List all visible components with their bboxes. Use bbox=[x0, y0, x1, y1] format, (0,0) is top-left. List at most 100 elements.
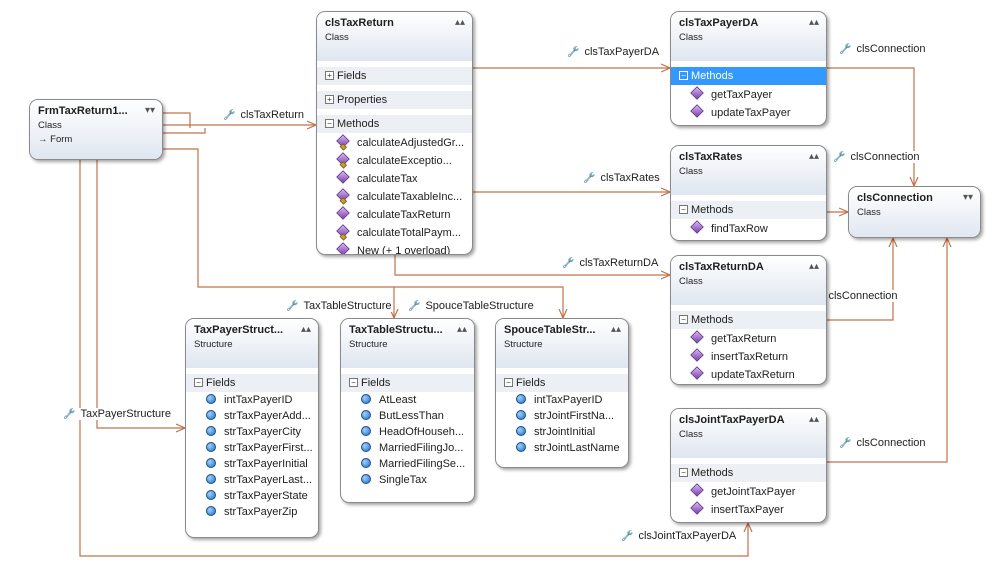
field-icon bbox=[206, 458, 216, 468]
chevron-up-icon[interactable]: ▴▴ bbox=[300, 324, 311, 335]
field-item[interactable]: strTaxPayerState bbox=[186, 488, 318, 504]
field-icon bbox=[206, 490, 216, 500]
method-icon bbox=[690, 501, 704, 515]
class-title: clsTaxReturnDA bbox=[679, 261, 764, 273]
section-fields[interactable]: +Fields bbox=[317, 67, 472, 85]
chevron-up-icon[interactable]: ▴▴ bbox=[454, 17, 465, 28]
expand-icon[interactable]: + bbox=[325, 71, 334, 80]
collapse-icon[interactable]: − bbox=[325, 119, 334, 128]
assoc-label-taxreturnda: 🔧clsTaxReturnDA bbox=[561, 257, 660, 269]
section-fields[interactable]: −Fields bbox=[341, 374, 474, 392]
chevron-up-icon[interactable]: ▴▴ bbox=[610, 324, 621, 335]
section-fields[interactable]: −Fields bbox=[496, 374, 628, 392]
class-stereotype: Class bbox=[679, 166, 703, 177]
class-clstaxreturnda[interactable]: clsTaxReturnDA Class ▴▴ −Methods getTaxR… bbox=[670, 255, 827, 385]
class-clstaxpayerda[interactable]: clsTaxPayerDA Class ▴▴ −Methods getTaxPa… bbox=[670, 11, 827, 126]
wrench-icon: 🔧 bbox=[833, 152, 846, 163]
method-item[interactable]: insertTaxReturn bbox=[671, 347, 826, 365]
class-stereotype: Class bbox=[857, 207, 881, 218]
class-clsconnection[interactable]: clsConnection Class ▾▾ bbox=[848, 186, 981, 238]
section-fields[interactable]: −Fields bbox=[186, 374, 318, 392]
field-icon bbox=[516, 410, 526, 420]
collapse-icon[interactable]: − bbox=[349, 378, 358, 387]
section-properties[interactable]: +Properties bbox=[317, 91, 472, 109]
struct-taxpayerstructure[interactable]: TaxPayerStruct... Structure ▴▴ −Fields i… bbox=[185, 318, 319, 538]
chevron-up-icon[interactable]: ▴▴ bbox=[808, 151, 819, 162]
field-item[interactable]: strTaxPayerZip bbox=[186, 504, 318, 520]
class-clstaxreturn[interactable]: clsTaxReturn Class ▴▴ +Fields +Propertie… bbox=[316, 11, 473, 255]
line-frm-jointda bbox=[79, 160, 748, 557]
field-item[interactable]: strTaxPayerInitial bbox=[186, 456, 318, 472]
struct-taxtablestructure[interactable]: TaxTableStructu... Structure ▴▴ −Fields … bbox=[340, 318, 475, 503]
field-item[interactable]: MarriedFilingJo... bbox=[341, 440, 474, 456]
field-icon bbox=[361, 394, 371, 404]
field-item[interactable]: intTaxPayerID bbox=[186, 392, 318, 408]
method-item[interactable]: getTaxReturn bbox=[671, 329, 826, 347]
method-item[interactable]: getJointTaxPayer bbox=[671, 482, 826, 500]
struct-spoucetablestructure[interactable]: SpouceTableStr... Structure ▴▴ −Fields i… bbox=[495, 318, 629, 468]
line-frm-taxpayerstruct bbox=[96, 160, 185, 428]
section-methods[interactable]: −Methods bbox=[317, 115, 472, 133]
chevron-up-icon[interactable]: ▴▴ bbox=[808, 261, 819, 272]
section-methods[interactable]: −Methods bbox=[671, 311, 826, 329]
class-clstaxrates[interactable]: clsTaxRates Class ▴▴ −Methods findTaxRow bbox=[670, 145, 827, 241]
collapse-icon[interactable]: − bbox=[679, 205, 688, 214]
chevron-up-icon[interactable]: ▴▴ bbox=[456, 324, 467, 335]
method-item[interactable]: calculateExceptio... bbox=[317, 151, 472, 169]
method-item[interactable]: insertTaxPayer bbox=[671, 500, 826, 518]
private-method-icon bbox=[336, 134, 350, 148]
method-icon bbox=[690, 220, 704, 234]
chevron-down-icon[interactable]: ▾▾ bbox=[144, 105, 155, 116]
line-conn4 bbox=[827, 238, 947, 463]
method-item[interactable]: calculateTax bbox=[317, 169, 472, 187]
assoc-label-conn1: 🔧clsConnection bbox=[838, 43, 927, 55]
private-method-icon bbox=[336, 224, 350, 238]
method-item[interactable]: New (+ 1 overload) bbox=[317, 241, 472, 254]
class-title: TaxPayerStruct... bbox=[194, 324, 284, 336]
class-clsjointtaxpayerda[interactable]: clsJointTaxPayerDA Class ▴▴ −Methods get… bbox=[670, 408, 827, 523]
field-item[interactable]: strJointLastName bbox=[496, 440, 628, 456]
collapse-icon[interactable]: − bbox=[679, 315, 688, 324]
field-item[interactable]: MarriedFilingSe... bbox=[341, 456, 474, 472]
field-item[interactable]: SingleTax bbox=[341, 472, 474, 488]
field-item[interactable]: strTaxPayerCity bbox=[186, 424, 318, 440]
class-title: SpouceTableStr... bbox=[504, 324, 596, 336]
class-title: clsTaxRates bbox=[679, 151, 743, 163]
section-methods[interactable]: −Methods bbox=[671, 201, 826, 219]
field-item[interactable]: strTaxPayerAdd... bbox=[186, 408, 318, 424]
method-icon bbox=[336, 206, 350, 220]
method-item[interactable]: calculateTaxableInc... bbox=[317, 187, 472, 205]
method-item[interactable]: calculateAdjustedGr... bbox=[317, 133, 472, 151]
assoc-label-conn2: 🔧clsConnection bbox=[832, 151, 921, 163]
field-item[interactable]: HeadOfHouseh... bbox=[341, 424, 474, 440]
field-icon bbox=[206, 394, 216, 404]
field-item[interactable]: strTaxPayerFirst... bbox=[186, 440, 318, 456]
field-item[interactable]: ButLessThan bbox=[341, 408, 474, 424]
collapse-icon[interactable]: − bbox=[679, 468, 688, 477]
field-item[interactable]: strTaxPayerLast... bbox=[186, 472, 318, 488]
method-item[interactable]: updateTaxPayer bbox=[671, 103, 826, 121]
method-item[interactable]: getTaxPayer bbox=[671, 85, 826, 103]
method-item[interactable]: calculateTaxReturn bbox=[317, 205, 472, 223]
method-item[interactable]: updateTaxReturn bbox=[671, 365, 826, 383]
field-item[interactable]: strJointInitial bbox=[496, 424, 628, 440]
section-methods[interactable]: −Methods bbox=[671, 464, 826, 482]
collapse-icon[interactable]: − bbox=[679, 71, 688, 80]
method-item[interactable]: findTaxRow bbox=[671, 219, 826, 237]
chevron-up-icon[interactable]: ▴▴ bbox=[808, 17, 819, 28]
method-item[interactable]: calculateTotalPaym... bbox=[317, 223, 472, 241]
field-item[interactable]: strJointFirstNa... bbox=[496, 408, 628, 424]
class-frmtaxreturn[interactable]: FrmTaxReturn1... Class → Form ▾▾ bbox=[29, 99, 163, 160]
expand-icon[interactable]: + bbox=[325, 95, 334, 104]
line-frm-stub1 bbox=[163, 112, 206, 134]
chevron-up-icon[interactable]: ▴▴ bbox=[808, 414, 819, 425]
field-item[interactable]: intTaxPayerID bbox=[496, 392, 628, 408]
collapse-icon[interactable]: − bbox=[194, 378, 203, 387]
wrench-icon: 🔧 bbox=[408, 301, 421, 312]
chevron-down-icon[interactable]: ▾▾ bbox=[962, 192, 973, 203]
field-item[interactable]: AtLeast bbox=[341, 392, 474, 408]
field-icon bbox=[516, 442, 526, 452]
collapse-icon[interactable]: − bbox=[504, 378, 513, 387]
section-methods[interactable]: −Methods bbox=[671, 67, 826, 85]
